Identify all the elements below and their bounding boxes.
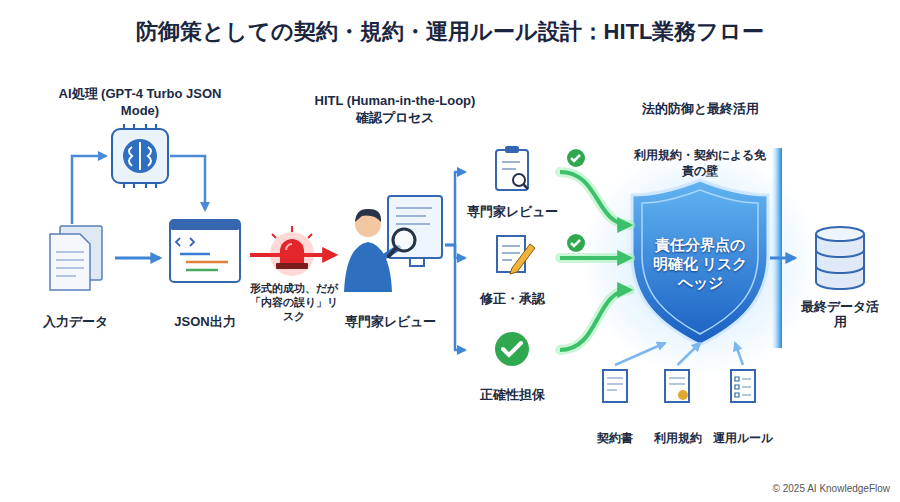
shield-heading: 利用規約・契約による免責の壁 — [630, 148, 770, 179]
document-icon — [50, 234, 90, 290]
siren-rays — [272, 226, 312, 238]
loop-arrow — [72, 156, 106, 224]
checkbox-icons — [735, 377, 739, 397]
flow-arrow — [770, 256, 795, 259]
check-circle — [495, 332, 529, 366]
diagram-title: 防御策としての契約・規約・運用ルール設計：HITL業務フロー — [0, 18, 900, 47]
shield-node: 利用規約・契約による免責の壁責任分界点の明確化 リスクヘッジ — [630, 148, 770, 343]
shield-inner — [642, 190, 758, 334]
node-label: 専門家レビュー — [335, 314, 445, 330]
section-heading: HITL (Human-in-the-Loop) 確認プロセス — [295, 93, 495, 127]
brain-icon — [123, 139, 157, 173]
database-icon — [816, 234, 864, 289]
clipboard-clip — [505, 146, 519, 153]
node-label: 最終データ活用 — [795, 299, 885, 330]
document-node: 利用規約 — [650, 365, 705, 445]
shield-text: 責任分界点の明確化 リスクヘッジ — [652, 236, 748, 292]
person-hair — [355, 209, 381, 222]
monitor-lines — [396, 208, 432, 224]
database-top — [816, 227, 864, 241]
wall-bar — [772, 148, 782, 348]
edge-label: 形式的成功、だが「内容の誤り」リスク — [246, 282, 342, 323]
flow-arrow — [560, 290, 630, 350]
flow-arrow — [615, 343, 665, 365]
connector-glow — [560, 172, 630, 225]
siren-shine — [286, 244, 292, 250]
chip-icon — [112, 129, 168, 183]
chip-pins — [124, 124, 156, 188]
data-node: 入力データ — [35, 222, 115, 330]
document-lines — [742, 379, 751, 395]
magnifier-handle — [523, 184, 528, 189]
database-node: 最終データ活用 — [795, 222, 885, 330]
flow-arrow — [678, 343, 701, 365]
seal-icon — [678, 390, 688, 400]
check-circle — [567, 234, 585, 252]
node-label: 正確性担保 — [465, 387, 560, 403]
contract-icon — [603, 370, 627, 402]
output-node: JSON出力 — [160, 215, 250, 330]
person-arm — [382, 248, 398, 258]
section-heading: 法的防御と最終活用 — [600, 101, 800, 118]
check-mark — [571, 240, 580, 246]
person-body — [344, 242, 392, 292]
document-lines — [56, 252, 84, 276]
connector-glow — [560, 253, 630, 263]
pencil-icon — [510, 244, 535, 274]
shield-shape — [632, 180, 768, 345]
process-box: 正確性担保 — [465, 325, 560, 403]
siren-dome — [280, 239, 304, 264]
database-rings — [816, 250, 864, 273]
check-mark — [503, 343, 521, 355]
node-label: JSON出力 — [160, 314, 250, 330]
code-symbol — [176, 238, 194, 246]
flow-arrow — [115, 256, 160, 259]
connector-glow — [560, 290, 630, 350]
node-label: 入力データ — [35, 314, 115, 330]
check-mark — [571, 155, 580, 161]
document-lines — [607, 378, 623, 390]
flow-arrow — [445, 172, 465, 245]
flow-arrow — [560, 256, 630, 260]
section-heading: AI処理 (GPT-4 Turbo JSON Mode) — [40, 86, 240, 120]
siren-glow — [270, 232, 314, 276]
flow-arrow — [735, 343, 743, 365]
monitor-stand — [410, 258, 424, 266]
process-box: 修正・承認 — [465, 232, 560, 307]
node-label: 契約書 — [590, 431, 640, 445]
node-label: 専門家レビュー — [465, 204, 560, 220]
loop-arrow — [170, 156, 205, 210]
document-node: 契約書 — [590, 365, 640, 445]
clipboard-icon — [496, 150, 528, 190]
document-lines — [502, 246, 520, 260]
reviewer-node: 専門家レビュー — [335, 190, 445, 330]
document-lines — [669, 378, 685, 384]
flow-arrow — [560, 172, 630, 225]
monitor-icon — [388, 196, 442, 258]
process-box: 専門家レビュー — [465, 145, 560, 220]
flow-arrow — [445, 245, 465, 350]
copyright-note: © 2025 AI KnowledgeFlow — [690, 482, 890, 495]
code-line — [180, 253, 210, 256]
node-label: 運用ルール — [712, 431, 774, 445]
node-label: 利用規約 — [650, 431, 705, 445]
magnifier-handle — [389, 248, 396, 256]
check-circle — [567, 149, 585, 167]
document-node: 運用ルール — [712, 365, 774, 445]
code-line — [186, 269, 218, 272]
window-icon — [170, 220, 240, 282]
code-line — [186, 261, 228, 264]
clipboard-lines — [502, 162, 520, 169]
terms-icon — [665, 370, 689, 402]
node-label: 修正・承認 — [465, 291, 560, 307]
siren-base — [276, 263, 308, 269]
window-bar — [170, 220, 240, 230]
rules-icon — [731, 370, 755, 402]
brain-lines — [129, 142, 151, 170]
